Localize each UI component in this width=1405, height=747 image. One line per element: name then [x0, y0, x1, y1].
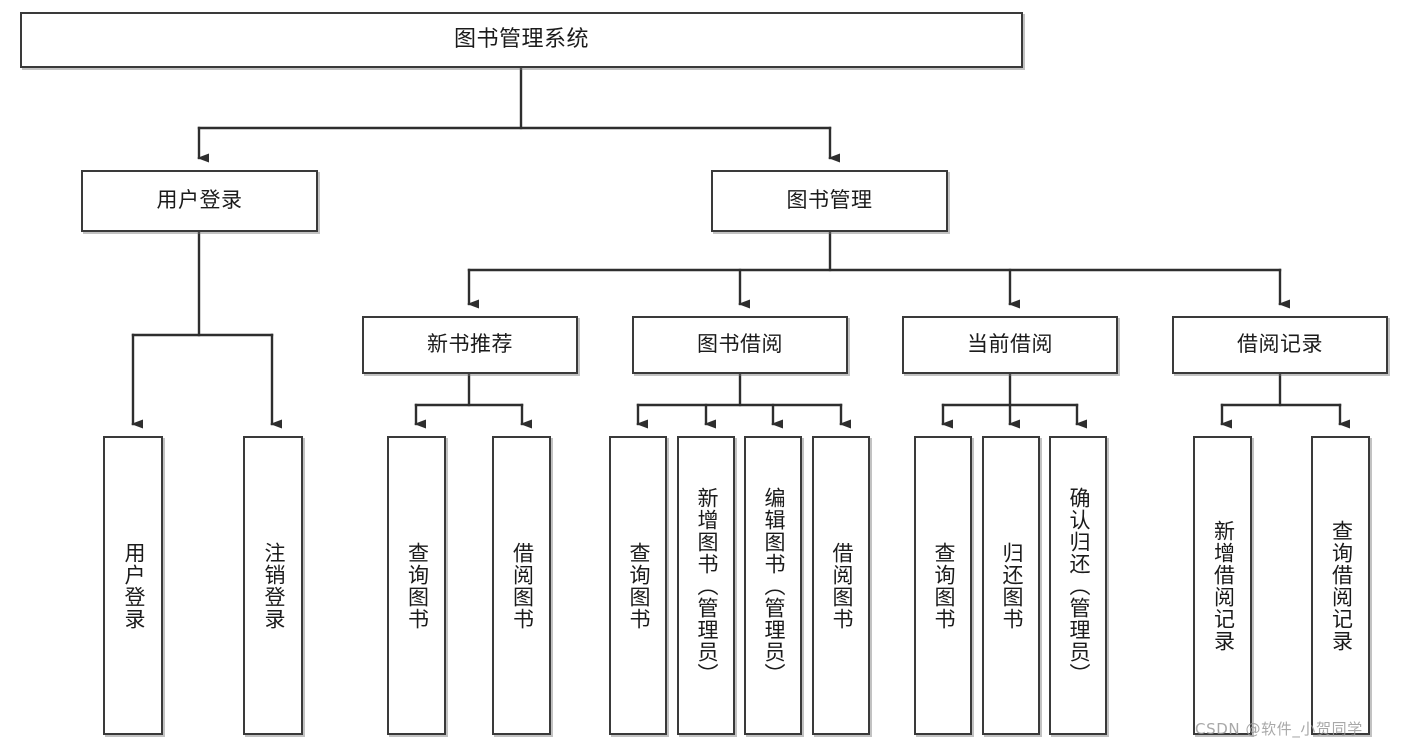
- leaf-borrow-record-query[interactable]: 查询借阅记录: [1311, 436, 1370, 735]
- leaf-borrow-record-add[interactable]: 新增借阅记录: [1193, 436, 1252, 735]
- node-label: 图书管理系统: [453, 26, 589, 52]
- node-label: 确认归还（管理员）: [1066, 486, 1091, 685]
- node-new-book-recommend[interactable]: 新书推荐: [362, 316, 578, 374]
- node-label: 新增图书（管理员）: [694, 486, 719, 685]
- node-label: 当前借阅: [967, 332, 1053, 357]
- node-label: 查询图书: [405, 541, 430, 630]
- node-label: 借阅图书: [510, 541, 535, 630]
- node-label: 编辑图书（管理员）: [761, 486, 786, 685]
- leaf-current-borrow-confirm-return[interactable]: 确认归还（管理员）: [1049, 436, 1107, 735]
- leaf-current-borrow-query[interactable]: 查询图书: [914, 436, 972, 735]
- leaf-new-book-query[interactable]: 查询图书: [387, 436, 446, 735]
- node-label: 用户登录: [121, 541, 146, 630]
- leaf-book-borrow-edit[interactable]: 编辑图书（管理员）: [744, 436, 802, 735]
- leaf-book-borrow-query[interactable]: 查询图书: [609, 436, 667, 735]
- node-label: 查询图书: [931, 541, 956, 630]
- node-label: 新书推荐: [427, 332, 513, 357]
- node-label: 查询借阅记录: [1329, 519, 1354, 652]
- node-user-login[interactable]: 用户登录: [81, 170, 318, 232]
- node-label: 查询图书: [626, 541, 651, 630]
- node-label: 图书借阅: [697, 332, 783, 357]
- node-label: 归还图书: [999, 541, 1024, 630]
- node-root-system[interactable]: 图书管理系统: [20, 12, 1023, 68]
- node-current-borrow[interactable]: 当前借阅: [902, 316, 1118, 374]
- node-label: 新增借阅记录: [1211, 519, 1236, 652]
- leaf-new-book-borrow[interactable]: 借阅图书: [492, 436, 551, 735]
- leaf-user-login-logout[interactable]: 注销登录: [243, 436, 303, 735]
- leaf-book-borrow-add[interactable]: 新增图书（管理员）: [677, 436, 735, 735]
- csdn-watermark: CSDN @软件_小贺同学: [1195, 720, 1363, 738]
- node-label: 借阅记录: [1237, 332, 1323, 357]
- leaf-book-borrow-borrow[interactable]: 借阅图书: [812, 436, 870, 735]
- node-label: 图书管理: [786, 188, 873, 213]
- node-label: 借阅图书: [829, 541, 854, 630]
- node-book-borrow[interactable]: 图书借阅: [632, 316, 848, 374]
- node-book-management[interactable]: 图书管理: [711, 170, 948, 232]
- leaf-user-login-login[interactable]: 用户登录: [103, 436, 163, 735]
- leaf-current-borrow-return[interactable]: 归还图书: [982, 436, 1040, 735]
- node-label: 用户登录: [156, 188, 243, 213]
- node-borrow-record[interactable]: 借阅记录: [1172, 316, 1388, 374]
- node-label: 注销登录: [261, 541, 286, 630]
